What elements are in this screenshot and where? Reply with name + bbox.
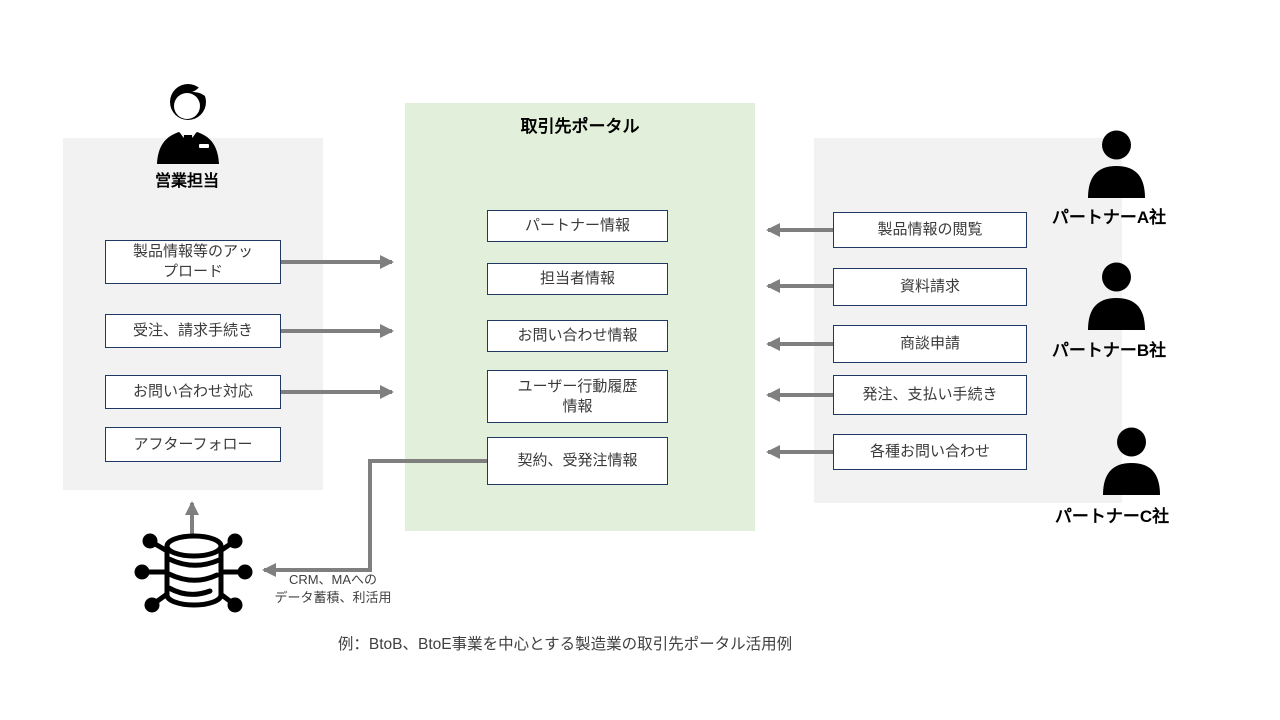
partner-action-box-docs: 資料請求 [833, 268, 1027, 306]
partner-action-label: 商談申請 [899, 335, 960, 353]
database-network-icon [134, 533, 253, 613]
person-icon [1088, 130, 1145, 198]
partner-action-label: 製品情報の閲覧 [877, 221, 983, 239]
portal-title: 取引先ポータル [520, 117, 640, 136]
partner-action-box-inquiries: 各種お問い合わせ [833, 434, 1027, 470]
partner-action-box-meeting: 商談申請 [833, 325, 1027, 363]
portal-item-label: お問い合わせ情報 [517, 327, 638, 345]
person-icon [1088, 262, 1145, 330]
sales-label: 営業担当 [154, 173, 219, 190]
person-icon [1103, 427, 1160, 495]
portal-box-behavior-info: ユーザー行動履歴情報 [487, 370, 668, 423]
portal-box-contract-info: 契約、受発注情報 [487, 437, 668, 485]
partner-action-label: 発注、支払い手続き [862, 386, 998, 404]
partner-a-label: パートナーA社 [1051, 208, 1167, 227]
crm-note-line1: CRM、MAへの [288, 572, 378, 587]
portal-box-inquiry-info: お問い合わせ情報 [487, 320, 668, 352]
sales-task-box-upload: 製品情報等のアップロード [105, 240, 281, 284]
portal-item-label: 担当者情報 [539, 270, 615, 288]
crm-note: CRM、MAへの データ蓄積、利活用 [247, 571, 419, 607]
portal-item-label: ユーザー行動履歴情報 [517, 377, 638, 415]
crm-note-line2: データ蓄積、利活用 [274, 589, 392, 605]
sales-task-box-inquiry: お問い合わせ対応 [105, 375, 281, 409]
sales-task-label: お問い合わせ対応 [132, 383, 253, 401]
partner-action-box-view: 製品情報の閲覧 [833, 212, 1027, 248]
sales-task-box-order: 受注、請求手続き [105, 314, 281, 348]
partner-c-label: パートナーC社 [1054, 507, 1170, 526]
diagram-caption: 例：BtoB、BtoE事業を中心とする製造業の取引先ポータル活用例 [337, 636, 793, 653]
sales-task-box-followup: アフターフォロー [105, 427, 281, 462]
partner-action-label: 各種お問い合わせ [869, 443, 990, 461]
sales-task-label: 受注、請求手続き [132, 322, 253, 340]
portal-item-label: 契約、受発注情報 [517, 452, 638, 470]
partner-action-box-payment: 発注、支払い手続き [833, 375, 1027, 415]
sales-task-label: 製品情報等のアップロード [132, 243, 253, 280]
partner-action-label: 資料請求 [899, 278, 960, 296]
partner-b-label: パートナーB社 [1051, 341, 1167, 360]
businessman-icon [157, 84, 219, 164]
sales-task-label: アフターフォロー [133, 435, 253, 453]
portal-box-contact-info: 担当者情報 [487, 263, 668, 295]
portal-box-partner-info: パートナー情報 [487, 210, 668, 242]
portal-item-label: パートナー情報 [524, 217, 630, 235]
